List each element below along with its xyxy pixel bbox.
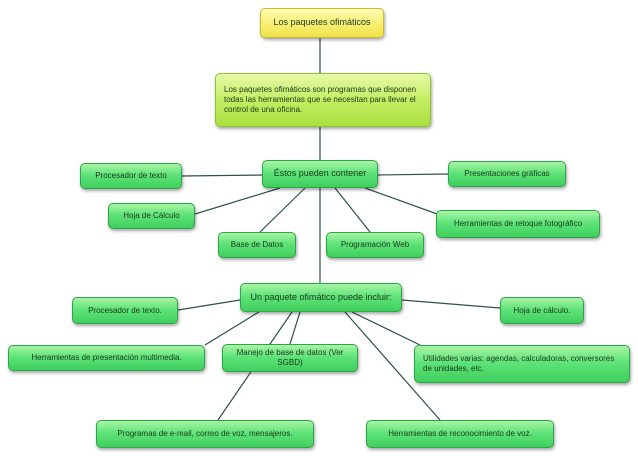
- hub2-item-sgbd: Manejo de base de datos (Ver SGBD): [222, 344, 358, 372]
- connector-hub1-basedatos: [259, 187, 306, 233]
- hub1-node: Éstos pueden contener: [262, 160, 378, 188]
- connector-hub2-multimedia: [204, 309, 263, 346]
- connector-hub2-voz: [344, 311, 441, 421]
- title-node: Los paquetes ofimáticos: [260, 8, 384, 38]
- hub2-item-multimedia: Herramientas de presentación multimedia.: [8, 345, 205, 371]
- connector-hub2-sgbd: [289, 311, 301, 345]
- hub2-item-utilidades: Utilidades varias: agendas, calculadoras…: [414, 345, 630, 383]
- hub2-item-hoja-calculo: Hoja de cálculo.: [500, 297, 584, 324]
- hub1-item-base-datos: Base de Datos: [218, 232, 296, 258]
- connector-hub1-hoja: [194, 187, 281, 215]
- connector-hub1-procesador: [181, 174, 263, 177]
- hub2-node: Un paquete ofimático puede incluir:: [240, 283, 402, 312]
- definition-node: Los paquetes ofimáticos son programas qu…: [215, 73, 431, 127]
- connector-hub2-utilidades: [351, 311, 421, 346]
- hub2-item-procesador: Procesador de texto.: [72, 297, 178, 324]
- hub1-item-procesador: Procesador de texto: [80, 163, 182, 189]
- hub2-item-email: Programas de e-mail, correo de voz, mens…: [96, 420, 314, 448]
- connector-hub1-programacion: [334, 187, 371, 233]
- connector-hub2-procesador: [177, 299, 241, 311]
- hub1-item-retoque: Herramientas de retoque fotográfico: [436, 210, 600, 238]
- hub1-item-hoja-calculo: Hoja de Cálculo: [108, 203, 195, 229]
- connector-hub1-retoque: [364, 187, 441, 216]
- connector-hub2-hoja: [401, 299, 501, 309]
- connector-hub1-presentaciones: [377, 173, 449, 176]
- hub1-item-presentaciones: Presentaciones gráficas: [448, 161, 566, 187]
- hub2-item-voz: Herramientas de reconocimiento de voz.: [366, 420, 554, 448]
- hub1-item-programacion-web: Programación Web: [326, 232, 424, 258]
